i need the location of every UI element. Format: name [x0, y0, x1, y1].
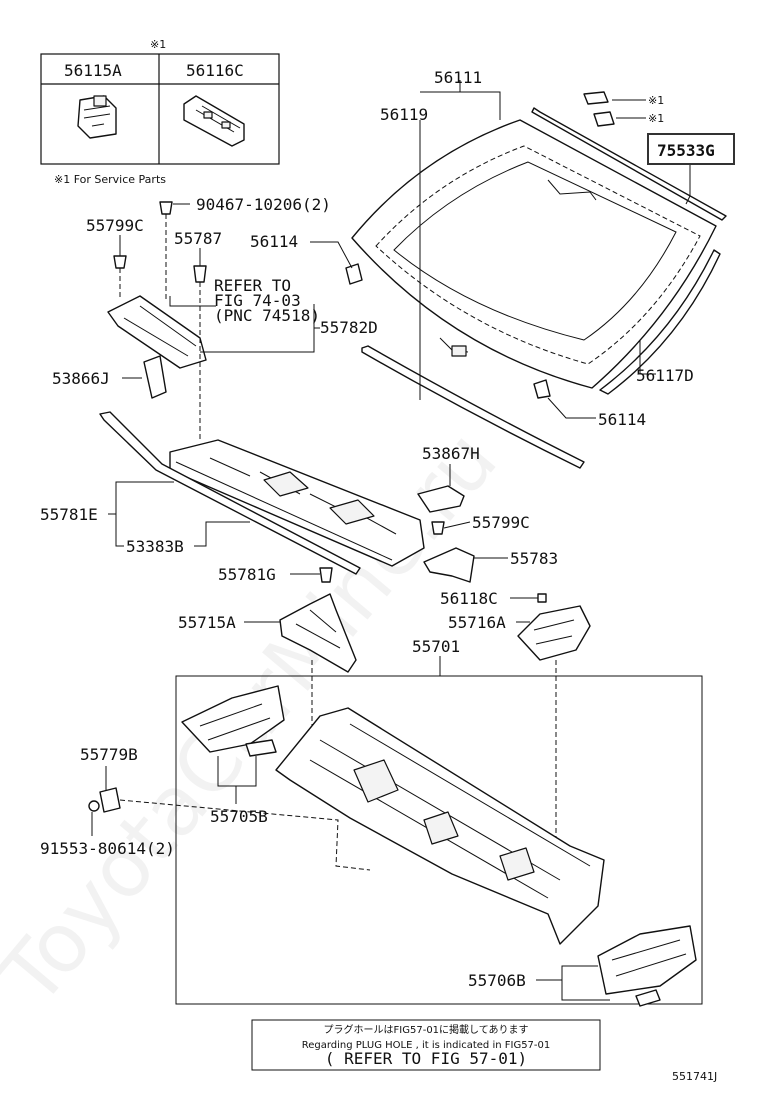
- screw-90467: [159, 201, 173, 300]
- label-56118c[interactable]: 56118C: [440, 589, 498, 608]
- spacer-56114-bottom: [533, 379, 551, 399]
- bracket-53867h: [417, 485, 465, 513]
- bracket-53866j: [143, 355, 167, 399]
- cowl-panel-55701: [275, 707, 605, 945]
- leader-lines: [91, 80, 691, 1001]
- refer-line2[interactable]: FIG 74-03: [214, 291, 301, 310]
- side-molding-56117d: [599, 249, 721, 395]
- figure-code: 551741J: [672, 1070, 717, 1083]
- spacer-56114-top: [345, 263, 363, 285]
- panel-55716a: [517, 605, 591, 661]
- label-56114-top[interactable]: 56114: [250, 232, 298, 251]
- seal-55781e: [99, 411, 361, 575]
- label-55783[interactable]: 55783: [510, 549, 558, 568]
- plug-hole-note: プラグホールはFIG57-01に掲載してあります Regarding PLUG …: [251, 1019, 601, 1071]
- plug-note-line1: プラグホールはFIG57-01に掲載してあります: [324, 1023, 529, 1036]
- lower-molding-56119: [361, 345, 585, 469]
- table-footnote: ※1 For Service Parts: [54, 173, 166, 186]
- label-56111[interactable]: 56111: [434, 68, 482, 87]
- label-75533g[interactable]: 75533G: [657, 141, 715, 160]
- clip-55787: [193, 265, 207, 440]
- group-55701-box: [175, 675, 703, 1005]
- label-55799c-top[interactable]: 55799C: [86, 216, 144, 235]
- callout-labels: 90467-10206(2) 55799C 55787 56111 56119 …: [40, 68, 735, 990]
- service-clip-1: [583, 91, 609, 105]
- label-55799c-mid[interactable]: 55799C: [472, 513, 530, 532]
- bracket-55779b: [99, 787, 121, 813]
- bracket-55782d: [107, 295, 207, 369]
- table-header-56115a[interactable]: 56115A: [64, 61, 122, 80]
- table-border: [40, 53, 280, 165]
- label-55781g[interactable]: 55781G: [218, 565, 276, 584]
- clip-56115a-drawing: [77, 95, 117, 139]
- label-55705b[interactable]: 55705B: [210, 807, 268, 826]
- pad-55705b: [245, 739, 277, 757]
- refer-line3: (PNC 74518): [214, 306, 320, 325]
- service-clip-2: [593, 111, 615, 127]
- label-mark-2: ※1: [648, 112, 664, 125]
- label-56114-bottom[interactable]: 56114: [598, 410, 646, 429]
- clip-56116c-drawing: [183, 95, 245, 147]
- label-55782d[interactable]: 55782D: [320, 318, 378, 337]
- label-55706b[interactable]: 55706B: [468, 971, 526, 990]
- clip-55799c-top: [113, 255, 127, 300]
- label-mark-1: ※1: [648, 94, 664, 107]
- label-53866j[interactable]: 53866J: [52, 369, 110, 388]
- label-55787[interactable]: 55787: [174, 229, 222, 248]
- label-55701[interactable]: 55701: [412, 637, 460, 656]
- panel-55715a: [279, 593, 357, 673]
- label-55779b[interactable]: 55779B: [80, 745, 138, 764]
- plug-note-line2: Regarding PLUG HOLE , it is indicated in…: [302, 1040, 551, 1051]
- upper-molding-75533g: [531, 107, 727, 221]
- label-53383b[interactable]: 53383B: [126, 537, 184, 556]
- bracket-55783: [423, 547, 475, 583]
- cowl-louver-assembly: [169, 439, 425, 567]
- clip-56118c: [537, 593, 547, 603]
- panel-55705b: [181, 685, 285, 753]
- label-56119[interactable]: 56119: [380, 105, 428, 124]
- label-56117d[interactable]: 56117D: [636, 366, 694, 385]
- label-55715a[interactable]: 55715A: [178, 613, 236, 632]
- label-55716a[interactable]: 55716A: [448, 613, 506, 632]
- label-55781e[interactable]: 55781E: [40, 505, 98, 524]
- pad-55706b: [635, 989, 661, 1007]
- windshield-glass: [351, 119, 717, 389]
- refer-line1: REFER TO: [214, 276, 291, 295]
- label-91553[interactable]: 91553-80614(2): [40, 839, 175, 858]
- highlight-box-75533g: [647, 133, 735, 165]
- service-parts-table: ※1 56115A 56116C ※1 For Service Parts: [40, 38, 280, 186]
- label-53867h[interactable]: 53867H: [422, 444, 480, 463]
- bolt-91553: [88, 800, 100, 812]
- label-90467[interactable]: 90467-10206(2): [196, 195, 331, 214]
- table-header-56116c[interactable]: 56116C: [186, 61, 244, 80]
- clip-55799c-mid: [431, 521, 445, 535]
- plug-note-line3[interactable]: ( REFER TO FIG 57-01): [325, 1049, 527, 1068]
- clip-55781g: [319, 567, 333, 583]
- table-mark: ※1: [150, 38, 166, 51]
